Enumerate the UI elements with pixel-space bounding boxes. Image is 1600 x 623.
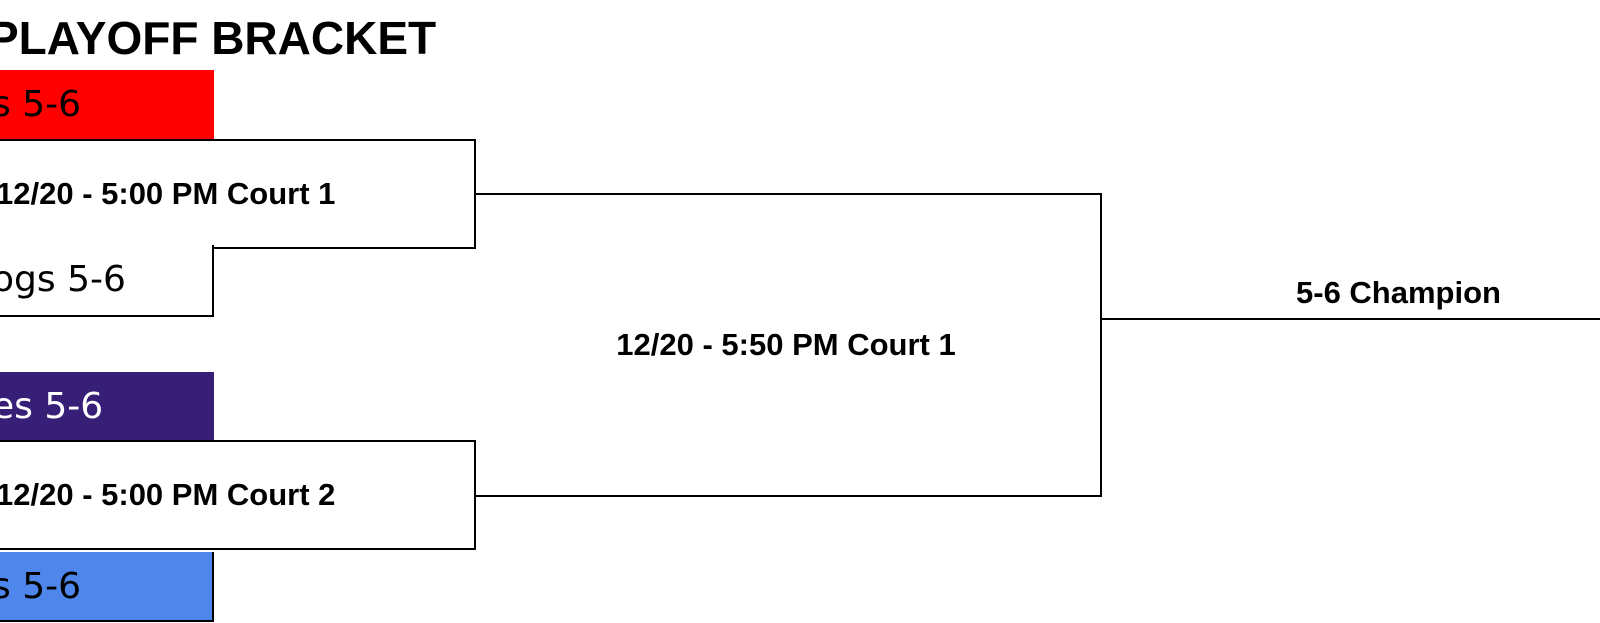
final-game-label: 12/20 - 5:50 PM Court 1 [616, 327, 956, 362]
game-box-2: 12/20 - 5:00 PM Court 2 [0, 440, 476, 550]
champion-label: 5-6 Champion [1296, 275, 1501, 310]
bracket-connector-upper [476, 193, 1102, 319]
game-box-1: 12/20 - 5:00 PM Court 1 [0, 139, 476, 249]
team-slot-1: s 5-6 [0, 70, 214, 140]
game-label-1: 12/20 - 5:00 PM Court 1 [0, 176, 336, 211]
team-slot-4: s 5-6 [0, 552, 214, 622]
game-label-2: 12/20 - 5:00 PM Court 2 [0, 477, 336, 512]
team-slot-2: ogs 5-6 [0, 245, 214, 317]
bracket-title: PLAYOFF BRACKET [0, 12, 437, 64]
team-slot-3: es 5-6 [0, 372, 214, 442]
